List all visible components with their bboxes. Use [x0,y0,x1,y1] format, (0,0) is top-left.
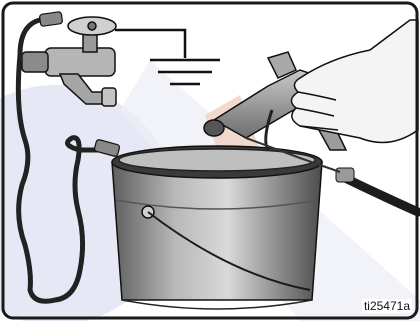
metal-pail-icon [111,145,323,310]
grounding-clamp-icon [39,11,121,157]
water-faucet-icon [21,16,117,107]
figure-code-label: ti25471a [361,299,412,313]
ground-symbol-icon [115,28,220,86]
hand-icon [290,19,419,144]
fluid-hose [335,167,420,217]
